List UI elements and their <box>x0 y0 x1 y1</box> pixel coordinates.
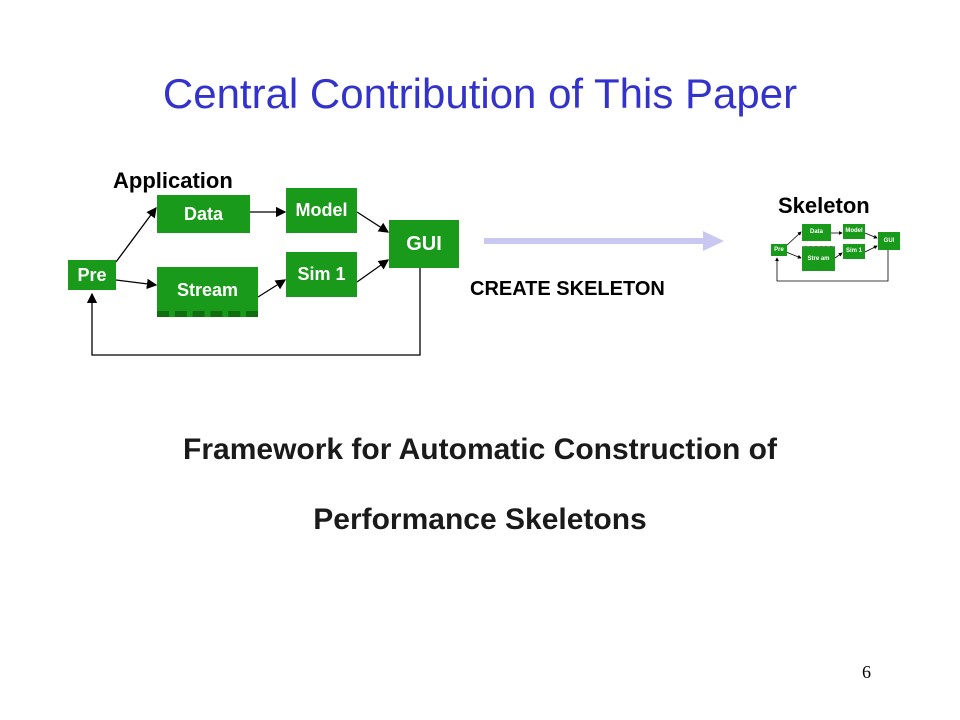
data-box: Data <box>157 195 250 233</box>
edge-gui-pre-feedback <box>86 268 421 356</box>
edge-stream-sim1 <box>257 279 287 298</box>
skeleton-pre-box: Pre <box>771 244 787 256</box>
main-text-line1: Framework for Automatic Construction of <box>183 433 777 466</box>
skeleton-data-box: Data <box>802 224 831 241</box>
skeleton-label: Skeleton <box>778 193 870 218</box>
pre-box: Pre <box>68 260 116 290</box>
skeleton-stream-box: Stre am <box>802 246 835 271</box>
edge-pre-data <box>115 206 157 263</box>
sim1-box: Sim 1 <box>286 252 357 297</box>
edge-pre-stream <box>115 278 158 290</box>
slide-title: Central Contribution of This Paper <box>162 70 798 117</box>
page-number: 6 <box>862 662 871 682</box>
gui-box: GUI <box>389 220 459 268</box>
application-label: Application <box>113 168 233 193</box>
skeleton-sim1-box: Sim 1 <box>843 244 865 259</box>
stream-box: Stream <box>157 267 258 317</box>
skeleton-gui-box: GUI <box>878 232 900 250</box>
skeleton-model-box: Model <box>843 224 865 239</box>
edge-sim1-gui <box>356 259 390 283</box>
model-box: Model <box>286 188 357 233</box>
create-skeleton-arrowhead <box>703 231 724 251</box>
create-skeleton-label: CREATE SKELETON <box>470 278 665 300</box>
main-text-line2: Performance Skeletons <box>313 503 647 536</box>
edge-model-gui <box>356 211 390 233</box>
